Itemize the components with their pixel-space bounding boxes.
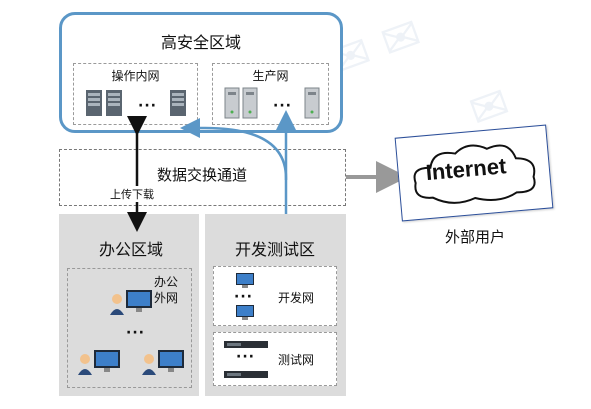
dev-to-ops-arrow <box>180 118 288 214</box>
office-external-label-line2: 外网 <box>154 291 179 305</box>
ellipsis: ··· <box>138 98 157 114</box>
office-zone: 办公区域 办公 外网 ··· <box>59 214 199 396</box>
user-workstation-icon <box>142 350 184 375</box>
office-zone-title: 办公区域 <box>99 240 164 259</box>
rack-server-icons <box>224 341 268 378</box>
tower-server-icons <box>224 87 320 119</box>
cloud-icon <box>413 144 536 204</box>
user-workstation-icon <box>78 350 120 375</box>
server-icon <box>170 90 186 116</box>
rack-server-icon <box>224 341 268 348</box>
production-net-label: 生产网 <box>252 69 289 83</box>
test-net-label: 测试网 <box>278 353 315 367</box>
ops-intranet-label: 操作内网 <box>111 69 160 83</box>
ops-intranet-box: 操作内网 ··· <box>73 63 198 125</box>
external-users-label: 外部用户 <box>445 228 506 246</box>
data-exchange-label: 数据交换通道 <box>157 166 248 184</box>
ellipsis: ··· <box>126 325 145 341</box>
dev-net-box: ··· 开发网 <box>213 266 337 326</box>
high-security-zone: 高安全区域 操作内网 ··· 生产 <box>59 12 343 133</box>
office-external-net-box: 办公 外网 ··· <box>67 268 192 388</box>
tower-server-icon <box>224 87 240 119</box>
desktop-pc-icons <box>236 273 254 320</box>
tower-server-icon <box>304 87 320 119</box>
server-icon <box>86 90 102 116</box>
internet-cloud-card: Internet <box>394 124 554 222</box>
user-workstation-icon <box>110 290 152 315</box>
office-external-label-line1: 办公 <box>154 275 179 289</box>
test-net-box: ··· 测试网 <box>213 332 337 386</box>
server-icon <box>106 90 122 116</box>
desktop-pc-icon <box>236 305 254 320</box>
upload-download-label: 上传下载 <box>110 186 154 202</box>
tower-server-icon <box>242 87 258 119</box>
desktop-pc-icon <box>236 273 254 288</box>
data-exchange-channel: 数据交换通道 <box>59 149 346 206</box>
dev-net-label: 开发网 <box>278 291 315 305</box>
devtest-zone-title: 开发测试区 <box>235 240 316 259</box>
high-security-title: 高安全区域 <box>160 33 241 52</box>
devtest-zone: 开发测试区 ··· 开发网 <box>205 214 346 396</box>
ellipsis: ··· <box>236 349 255 365</box>
rack-server-icon <box>224 371 268 378</box>
production-net-box: 生产网 ··· <box>212 63 329 125</box>
server-icons <box>86 90 186 116</box>
ellipsis: ··· <box>234 289 253 305</box>
